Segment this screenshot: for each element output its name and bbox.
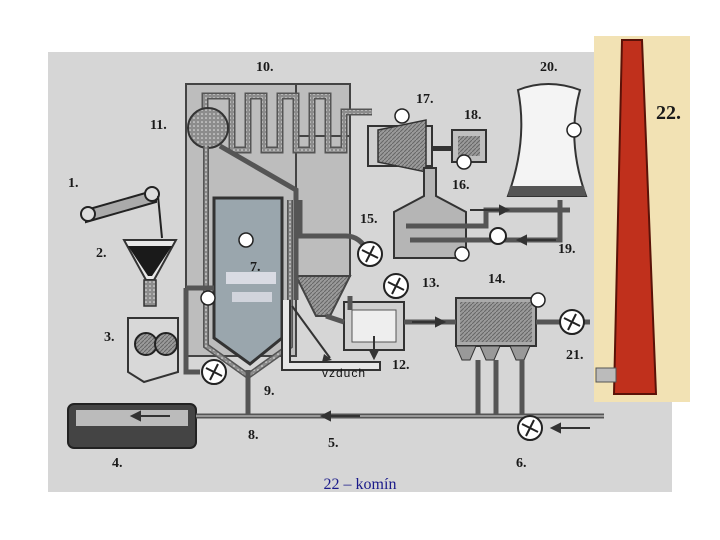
label-13: 13. bbox=[422, 276, 440, 291]
air-duct bbox=[281, 300, 381, 371]
boiler-drum bbox=[187, 107, 229, 149]
label-12: 12. bbox=[392, 358, 410, 373]
label-15: 15. bbox=[360, 212, 378, 227]
label-14: 14. bbox=[488, 272, 506, 287]
caption: 22 – komín bbox=[323, 476, 397, 493]
label-10: 10. bbox=[256, 60, 274, 75]
chimney bbox=[595, 39, 658, 395]
label-4: 4. bbox=[112, 456, 123, 471]
label-21: 21. bbox=[566, 348, 584, 363]
label-6: 6. bbox=[516, 456, 527, 471]
label-9: 9. bbox=[264, 384, 275, 399]
coal-bunker bbox=[122, 239, 178, 307]
label-18: 18. bbox=[464, 108, 482, 123]
cooling-tower bbox=[506, 83, 588, 197]
label-8: 8. bbox=[248, 428, 259, 443]
label-11: 11. bbox=[150, 118, 167, 133]
label-7: 7. bbox=[250, 260, 261, 275]
air-label: vzduch bbox=[322, 366, 367, 380]
label-5: 5. bbox=[328, 436, 339, 451]
label-16: 16. bbox=[452, 178, 470, 193]
precipitator bbox=[455, 297, 537, 361]
condenser bbox=[393, 167, 570, 259]
label-20: 20. bbox=[540, 60, 558, 75]
label-19: 19. bbox=[558, 242, 576, 257]
flow-arrows bbox=[129, 204, 590, 434]
conveyor bbox=[80, 186, 163, 239]
measurement-points bbox=[200, 108, 582, 308]
label-22: 22. bbox=[656, 102, 681, 124]
turbine bbox=[367, 119, 452, 173]
coal-mill bbox=[127, 317, 179, 384]
label-17: 17. bbox=[416, 92, 434, 107]
label-3: 3. bbox=[104, 330, 115, 345]
label-1: 1. bbox=[68, 176, 79, 191]
label-2: 2. bbox=[96, 246, 107, 261]
